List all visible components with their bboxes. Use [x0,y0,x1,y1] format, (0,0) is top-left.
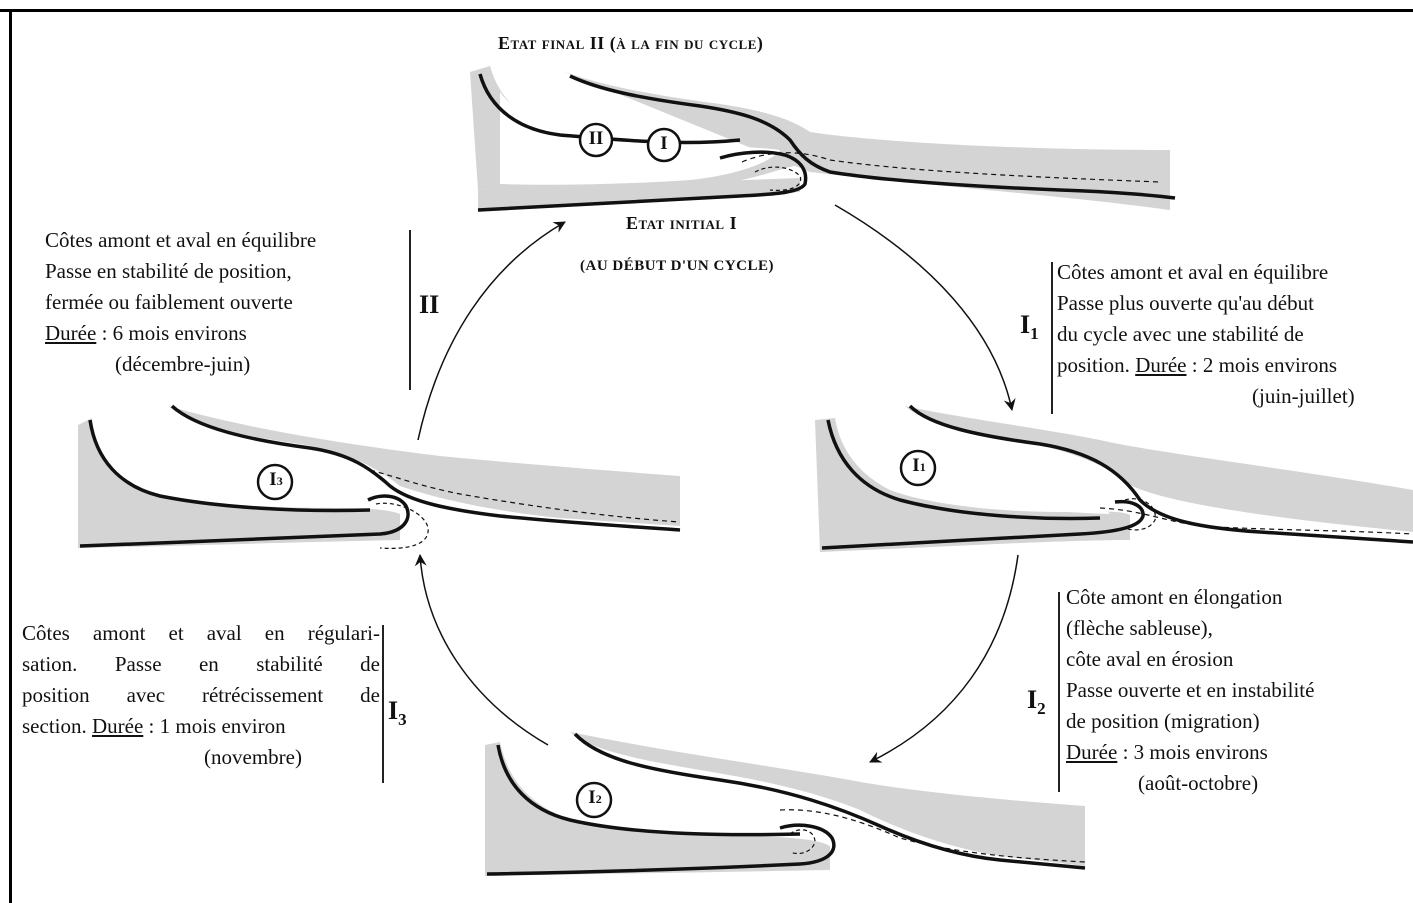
coast-line-lower-I2 [486,823,836,876]
phase-II-period: (décembre-juin) [115,352,251,376]
coast-line-upper-I1 [826,419,1101,521]
phase-I2-duration: Durée : 3 mois environs [1066,740,1268,764]
phase-II-bar [409,230,411,390]
land-lower-top [478,178,800,212]
state-I1-sketch [815,404,1413,552]
phase-I3-label: I3 [388,696,407,729]
land-downstream-I2 [570,732,1085,866]
state-I3-sketch [78,404,681,549]
coast-line-upper-I2 [496,744,801,837]
circle-I-text: I [660,133,668,154]
coast-line-upper-top [478,73,741,145]
frame-border-left [9,9,12,903]
circle-I2 [575,781,613,819]
land-downstream-I1 [905,406,1413,532]
circle-I2-text: I2 [588,787,602,808]
phase-I2-line-1: Côte amont en élongation [1066,585,1283,609]
circle-I3-text: I3 [269,469,283,490]
dashed-line-top [741,152,1161,183]
phase-I2-line-4: Passe ouverte et en instabilité [1066,678,1315,702]
arrow-I1-to-I2 [869,554,1019,763]
coast-line-lower-top [477,150,808,212]
lagoon-I3 [98,425,386,507]
arrow-initial-to-I1 [834,204,1016,411]
dashed-loop-I1 [1124,498,1156,531]
coast-line-spit-I2 [573,732,1086,870]
phase-I1-line-2: Passe plus ouverte qu'au début [1057,291,1314,315]
dashed-line-I2 [779,809,1086,863]
land-downstream-I3 [168,406,680,526]
land-upstream-I3 [78,418,400,548]
title-final-state: Etat final II (à la fin du cycle) [498,33,764,53]
phase-I2-description: Côte amont en élongation (flèche sableus… [1066,582,1314,799]
phase-II-label: II [419,290,440,319]
coast-line-upper-I3 [88,419,371,513]
circle-I [646,127,682,163]
circle-I3 [256,463,294,501]
phase-I1-duration: position. Durée : 2 mois environs [1057,353,1337,377]
phase-I3-duration: section. Durée : 1 mois environ [22,714,286,738]
lagoon-I1 [845,428,1110,514]
phase-I2-line-5: de position (migration) [1066,709,1260,733]
circle-II [578,122,614,158]
arrow-I3-to-final [417,221,566,441]
phase-I3-line-3: position avec rétrécissement de [22,683,380,707]
phase-I3-line-2: sation. Passe en stabilité de [22,652,380,676]
coast-line-lower-I1 [821,499,1145,550]
lagoon-top [500,92,780,185]
phase-II-line-3: fermée ou faiblement ouverte [45,290,293,314]
phase-I3-period: (novembre) [204,745,302,769]
phase-I3-line-1: Côtes amont et aval en régulari- [22,621,380,645]
phase-I1-bar [1051,262,1053,414]
phase-II-line-2: Passe en stabilité de position, [45,259,292,283]
phase-I2-bar [1058,592,1060,792]
phase-I1-label: I1 [1020,310,1039,343]
phase-II-line-1: Côtes amont et aval en équilibre [45,228,317,252]
dashed-loop-top [754,166,802,191]
title-initial-state: Etat initial I [626,213,738,233]
arrow-I2-to-I3 [414,554,549,746]
coast-line-lower-I3 [79,494,410,548]
circle-I1 [899,449,937,487]
dashed-loop-I2 [789,829,816,855]
land-upstream-I2 [485,742,830,876]
state-final-initial-sketch [470,66,1176,212]
phase-I2-line-3: côte aval en érosion [1066,647,1234,671]
state-I2-sketch [485,732,1086,876]
phase-I2-label: I2 [1027,685,1046,718]
phase-II-description: Côtes amont et aval en équilibre Passe e… [45,225,316,380]
phase-I2-period: (août-octobre) [1138,771,1259,795]
coast-line-spit-top [569,74,1176,200]
phase-I3-description: Côtes amont et aval en régulari- sation.… [22,618,380,773]
phase-I3-bar [382,625,384,783]
phase-I2-line-2: (flèche sableuse), [1066,616,1213,640]
phase-I1-line-3: du cycle avec une stabilité de [1057,322,1304,346]
phase-II-duration: Durée : 6 mois environs [45,321,247,345]
phase-I1-period: (juin-juillet) [1252,384,1355,408]
phase-I1-description: Côtes amont et aval en équilibre Passe p… [1057,257,1355,412]
dashed-line-I3 [369,469,681,523]
phase-I1-line-1: Côtes amont et aval en équilibre [1057,260,1329,284]
land-downstream-top [560,70,1170,210]
circle-II-text: II [588,128,604,149]
dashed-line-I1 [1099,507,1413,535]
title-initial-subtitle: (AU DÉBUT D'UN CYCLE) [580,258,774,274]
circle-I1-text: I1 [912,455,926,476]
coast-line-spit-I3 [170,404,681,532]
frame-border-top [0,9,1413,12]
